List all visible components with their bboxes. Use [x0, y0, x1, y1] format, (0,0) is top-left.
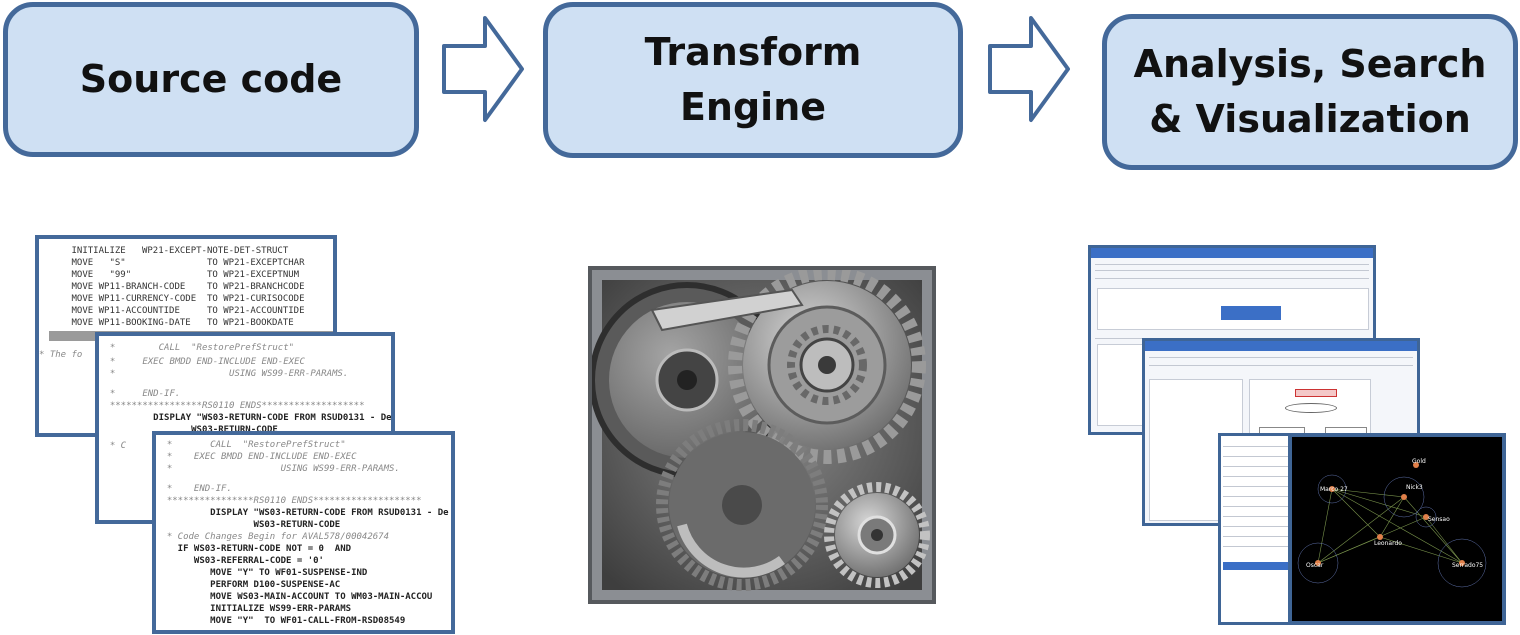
code-line: * The fo [39, 350, 83, 360]
transform-engine-box: Transform Engine [543, 2, 963, 158]
node-label: Sensao [1428, 516, 1450, 523]
code-line: * CALL "RestorePrefStruct" [156, 440, 346, 450]
analysis-screenshot-3 [1218, 433, 1294, 625]
code-line: *****************RS0110 ENDS************… [99, 401, 365, 411]
code-line: IF WS03-RETURN-CODE NOT = 0 AND [156, 544, 352, 554]
analysis-search-visualization-box: Analysis, Search & Visualization [1102, 14, 1518, 170]
code-line: MOVE "Y" TO WF01-CALL-FROM-RSD08549 [156, 616, 406, 626]
network-visualization: Marco 27 Nick3 Gold Leonardo Serrado75 S… [1288, 433, 1506, 625]
arrow-right-icon [442, 16, 524, 122]
code-line: ****************RS0110 ENDS*************… [156, 496, 422, 506]
source-code-panel-3: * CALL "RestorePrefStruct" * EXEC BMDD E… [152, 431, 455, 634]
gears-icon [592, 270, 930, 591]
code-line: WS03-RETURN-CODE [99, 425, 278, 435]
code-line: * CALL "RestorePrefStruct" [99, 343, 295, 353]
code-line: MOVE "Y" TO WF01-SUSPENSE-IND [156, 568, 368, 578]
code-line: MOVE "S" TO WP21-EXCEPTCHAR [39, 258, 305, 268]
gears-image [588, 266, 936, 604]
analysis-search-visualization-label: Analysis, Search & Visualization [1133, 41, 1487, 141]
code-line: * EXEC BMDD END-INCLUDE END-EXEC [99, 357, 305, 367]
code-line: MOVE WP11-ACCOUNTIDE TO WP21-ACCOUNTIDE [39, 306, 305, 316]
code-line: MOVE "99" TO WP21-EXCEPTNUM [39, 270, 300, 280]
code-line: * END-IF. [156, 484, 232, 494]
node-label: Nick3 [1406, 484, 1423, 491]
code-line: MOVE WS03-MAIN-ACCOUNT TO WM03-MAIN-ACCO… [156, 592, 433, 602]
node-label: Marco 27 [1320, 486, 1348, 493]
code-line: * Code Changes Begin for AVAL578/0004267… [156, 532, 389, 542]
code-line: DISPLAY "WS03-RETURN-CODE FROM RSUD0131 … [156, 508, 449, 518]
code-line: * C [99, 441, 127, 451]
source-code-label: Source code [79, 56, 343, 101]
code-line: * USING WS99-ERR-PARAMS. [156, 464, 400, 474]
code-line: * USING WS99-ERR-PARAMS. [99, 369, 349, 379]
code-line: DISPLAY "WS03-RETURN-CODE FROM RSUD0131 … [99, 413, 392, 423]
code-line: MOVE WP11-BRANCH-CODE TO WP21-BRANCHCODE [39, 282, 305, 292]
code-line: INITIALIZE WS99-ERR-PARAMS [156, 604, 352, 614]
source-code-box: Source code [3, 2, 419, 157]
code-line: * EXEC BMDD END-INCLUDE END-EXEC [156, 452, 357, 462]
network-graph: Marco 27 Nick3 Gold Leonardo Serrado75 S… [1297, 458, 1487, 588]
window-titlebar [1091, 248, 1373, 258]
code-line: * END-IF. [99, 389, 181, 399]
node-label: Oscar [1306, 562, 1324, 569]
transform-engine-label: Transform Engine [644, 29, 862, 129]
code-line: WS03-REFERRAL-CODE = '0' [156, 556, 324, 566]
code-line: PERFORM D100-SUSPENSE-AC [156, 580, 341, 590]
node-label: Serrado75 [1452, 562, 1483, 569]
arrow-right-icon [988, 16, 1070, 122]
node-label: Gold [1412, 458, 1426, 465]
node-label: Leonardo [1374, 540, 1402, 547]
code-line: WS03-RETURN-CODE [156, 520, 341, 530]
code-line: MOVE WP11-BOOKING-DATE TO WP21-BOOKDATE [39, 318, 294, 328]
code-line: INITIALIZE WP21-EXCEPT-NOTE-DET-STRUCT [39, 246, 289, 256]
code-line: MOVE WP11-CURRENCY-CODE TO WP21-CURISOCO… [39, 294, 305, 304]
window-titlebar [1145, 341, 1417, 351]
